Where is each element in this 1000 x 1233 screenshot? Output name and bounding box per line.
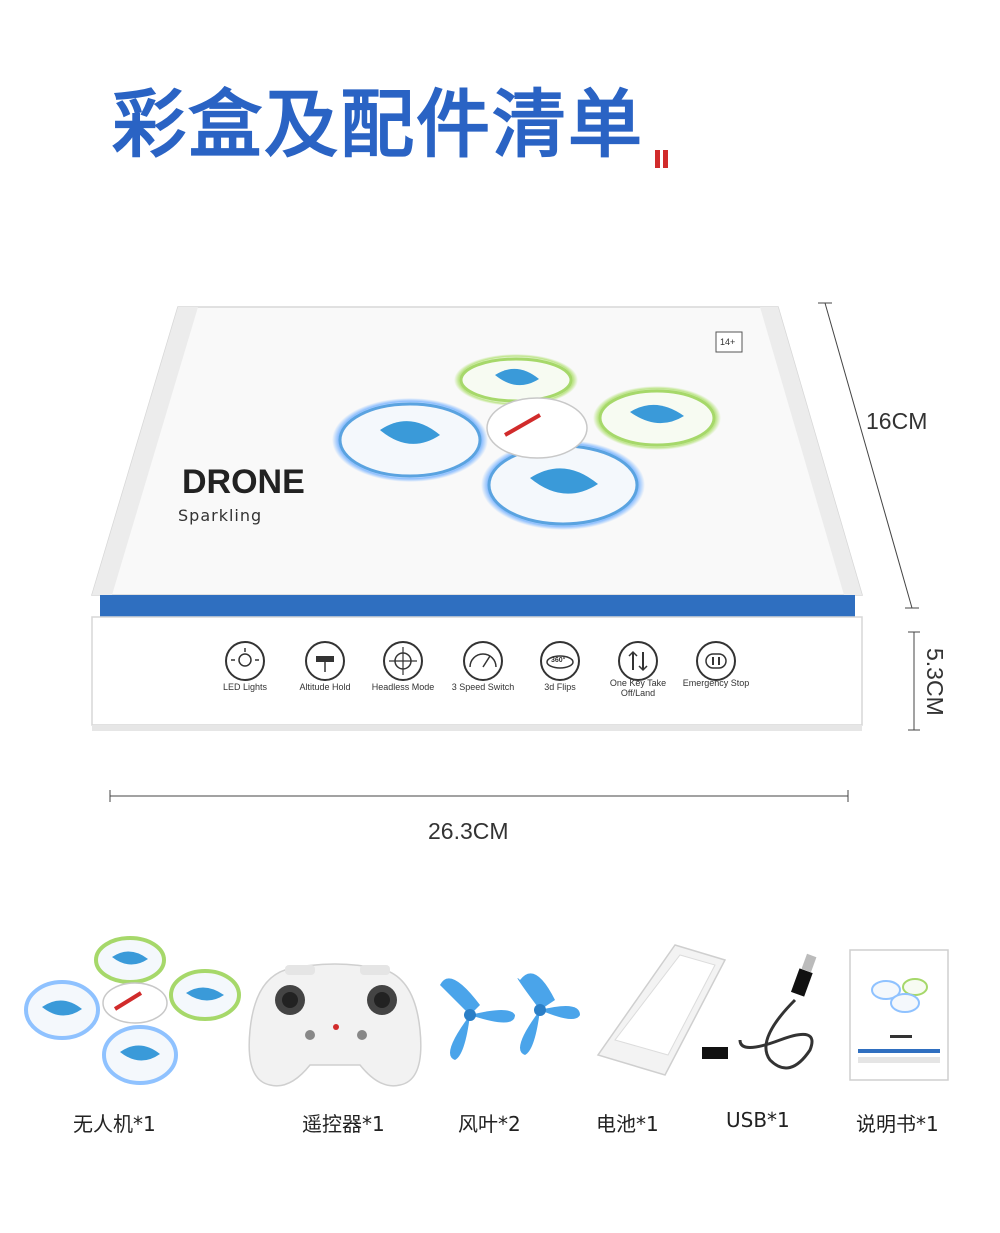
feature-label-one-key: One Key Take Off/Land xyxy=(609,678,667,698)
flip-360-icon: 360° xyxy=(540,641,580,681)
feature-label-altitude-hold: Altitude Hold xyxy=(299,682,351,692)
headless-mode-icon xyxy=(383,641,423,681)
item-label-propellers: 风叶*2 xyxy=(458,1112,521,1136)
item-label-drone: 无人机*1 xyxy=(73,1112,156,1136)
svg-text:14+: 14+ xyxy=(720,337,735,347)
usb-cable-image xyxy=(702,953,817,1070)
speedometer-icon xyxy=(463,641,503,681)
manual-image xyxy=(849,949,949,1081)
feature-label-3-speed-switch: 3 Speed Switch xyxy=(451,682,515,692)
item-label-manual: 说明书*1 xyxy=(856,1112,939,1136)
feature-label-3d-flips: 3d Flips xyxy=(544,682,576,692)
feature-label-headless-mode: Headless Mode xyxy=(371,682,435,692)
dimension-depth: 16CM xyxy=(866,408,928,434)
item-label-remote: 遥控器*1 xyxy=(302,1112,385,1136)
title-accent-mark xyxy=(663,150,668,168)
dimension-width: 26.3CM xyxy=(428,818,509,844)
altitude-hold-icon xyxy=(305,641,345,681)
box-drone-image xyxy=(332,354,721,530)
page-title: 彩盒及配件清单 xyxy=(112,82,644,168)
svg-text:360°: 360° xyxy=(551,656,566,664)
box-tagline: Sparkling xyxy=(178,506,262,525)
item-label-battery: 电池*1 xyxy=(596,1112,659,1136)
title-accent-mark xyxy=(655,150,660,168)
product-box-illustration: DRONE Sparkling 14+ xyxy=(90,306,863,731)
emergency-stop-icon xyxy=(696,641,736,681)
age-badge xyxy=(715,331,743,353)
box-lid-edge xyxy=(760,307,862,595)
item-label-usb: USB*1 xyxy=(726,1108,790,1132)
box-lid-edge xyxy=(92,307,198,595)
takeoff-land-icon xyxy=(618,641,658,681)
feature-label-led-lights: LED Lights xyxy=(222,682,268,692)
remote-controller-image xyxy=(248,963,422,1087)
box-brand: DRONE xyxy=(182,463,305,501)
box-blue-stripe xyxy=(100,595,855,617)
drone-image xyxy=(24,936,241,1085)
battery-image xyxy=(596,944,727,1076)
propeller-blades-image xyxy=(438,973,580,1060)
dimension-height: 5.3CM xyxy=(922,648,948,716)
feature-label-emergency-stop: Emergency Stop xyxy=(682,678,750,688)
bulb-icon xyxy=(225,641,265,681)
accessories-illustration xyxy=(24,936,949,1087)
feature-icons: 360° xyxy=(225,641,736,681)
